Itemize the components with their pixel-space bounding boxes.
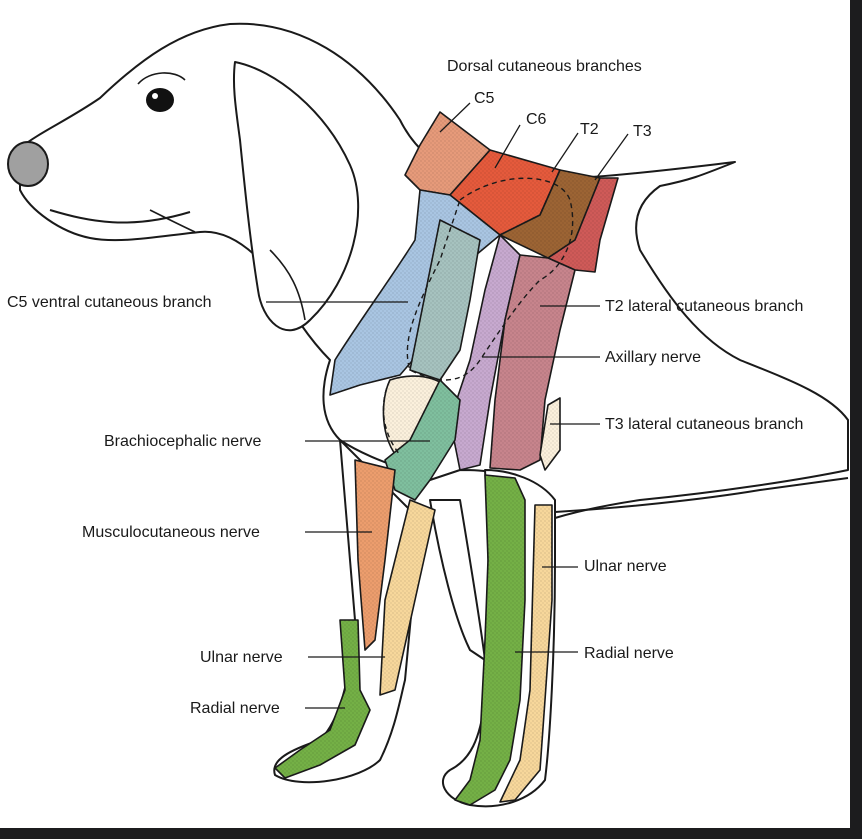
- region-brachiocephalic-upper-stipple: [410, 220, 480, 380]
- dog-jaw: [149, 209, 196, 233]
- dashed-arm: [382, 379, 401, 456]
- label-axillary: Axillary nerve: [605, 349, 702, 366]
- dog-eye-highlight: [152, 93, 158, 99]
- dog-ear: [232, 61, 360, 332]
- region-t3-lateral-stipple: [540, 398, 560, 470]
- region-axillary-stipple: [450, 235, 520, 470]
- label-ulnar-left: Ulnar nerve: [200, 649, 283, 666]
- leader-t2: [551, 132, 579, 173]
- dog-face: [7, 72, 306, 321]
- leader-t3: [594, 133, 629, 181]
- label-t3-lateral: T3 lateral cutaneous branch: [605, 416, 804, 433]
- label-musculocutaneous: Musculocutaneous nerve: [82, 524, 260, 541]
- dog-far-leg: [429, 499, 486, 661]
- label-t2-lateral: T2 lateral cutaneous branch: [605, 298, 804, 315]
- label-radial-right: Radial nerve: [584, 645, 674, 662]
- dog-illustration: [7, 22, 849, 808]
- leader-lines: [266, 102, 629, 709]
- region-ulnar-right-stipple: [500, 505, 552, 802]
- dermatome-regions: [274, 111, 619, 806]
- region-t2-dorsal-stipple: [500, 170, 600, 258]
- label-dorsal-cutaneous-branches: Dorsal cutaneous branches: [447, 58, 642, 75]
- dashed-scapula: [406, 177, 574, 381]
- label-c6: C6: [526, 111, 547, 128]
- region-musculocutaneous-stipple: [355, 460, 395, 650]
- region-c5-dorsal-stipple: [405, 112, 490, 195]
- region-radial-left-stipple: [275, 620, 370, 778]
- leader-c5: [439, 102, 471, 133]
- region-brachiocephalic-stipple: [385, 380, 460, 500]
- region-t3-dorsal-stipple: [548, 178, 618, 272]
- label-t3: T3: [633, 123, 652, 140]
- dog-brow: [137, 72, 186, 85]
- region-t2-lateral-stipple: [490, 255, 575, 470]
- dashed-boundaries: [382, 177, 574, 456]
- region-c6-dorsal-stipple: [450, 150, 560, 235]
- label-c5-ventral: C5 ventral cutaneous branch: [7, 294, 212, 311]
- diagram-canvas: Dorsal cutaneous branches C5 C6 T2 T3 C5…: [0, 0, 850, 828]
- dog-mouth: [49, 209, 191, 224]
- label-ulnar-right: Ulnar nerve: [584, 558, 667, 575]
- leader-c6: [494, 124, 521, 169]
- label-brachiocephalic: Brachiocephalic nerve: [104, 433, 262, 450]
- label-radial-left: Radial nerve: [190, 700, 280, 717]
- dog-eye: [146, 88, 174, 112]
- dog-belly: [554, 477, 849, 513]
- region-radial-right-stipple: [455, 475, 525, 805]
- label-t2: T2: [580, 121, 599, 138]
- dog-neck-fold: [269, 249, 306, 321]
- label-c5: C5: [474, 90, 495, 107]
- dog-nose: [7, 141, 49, 187]
- region-ulnar-left-stipple: [380, 500, 435, 695]
